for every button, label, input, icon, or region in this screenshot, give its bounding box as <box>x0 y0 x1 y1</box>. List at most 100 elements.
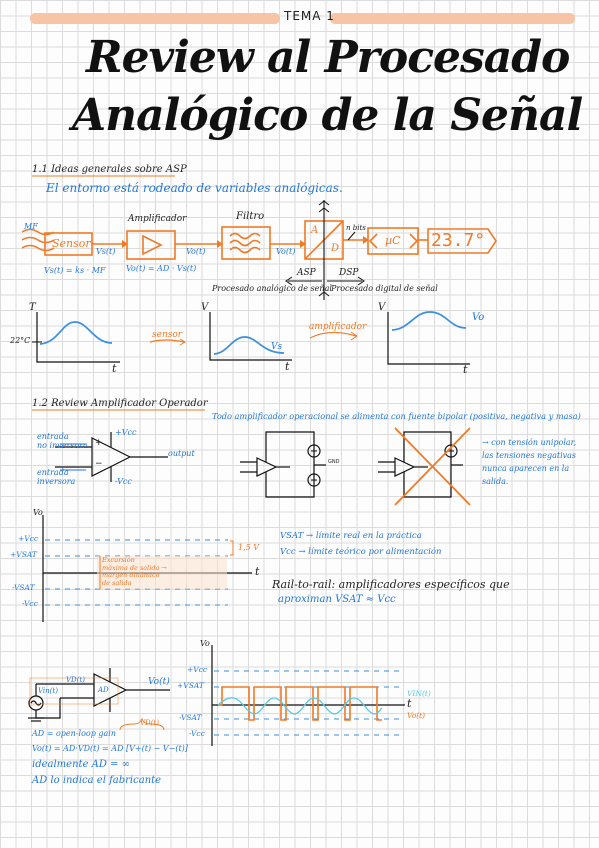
mf-wave-3 <box>21 244 55 252</box>
graph3-x-label: t <box>463 363 468 376</box>
graph1-signal <box>39 321 113 345</box>
arrow-amplificador-label: amplificador <box>309 322 367 332</box>
graph2-signal-label: Vs <box>271 342 283 352</box>
equation-4: AD lo indica el fabricante <box>32 775 162 786</box>
square-pvcc: +Vcc <box>187 665 208 674</box>
amp-box <box>126 230 176 260</box>
arrow-sensor-label: sensor <box>152 330 183 340</box>
filter-wave-3 <box>229 246 261 254</box>
mf-wave-1 <box>21 228 55 236</box>
dsp-label: DSP <box>339 268 359 278</box>
vo-label: Vo(t) <box>186 247 206 256</box>
header-bar-right <box>330 13 575 24</box>
bipolar-note: Todo amplificador operacional se aliment… <box>212 411 581 421</box>
filter-wave-2 <box>229 239 261 247</box>
graph2-axes <box>209 312 292 361</box>
vsat-definition: VSAT → límite real en la práctica <box>280 531 422 541</box>
vs-equation: Vs(t) = ks · MF <box>44 266 106 275</box>
section-heading-1-1: 1.1 Ideas generales sobre ASP <box>32 164 187 175</box>
output-label: output <box>168 449 195 458</box>
graph3-axes <box>387 312 470 365</box>
levels-pvsat: +VSAT <box>10 550 37 559</box>
square-nvcc: -Vcc <box>189 729 205 738</box>
amp-triangle-icon <box>142 234 163 256</box>
square-pvsat: +VSAT <box>177 681 204 690</box>
graph3-signal <box>391 311 467 331</box>
cross-icon <box>394 427 471 506</box>
filter-box <box>221 226 271 260</box>
levels-t-label: t <box>255 565 260 578</box>
graph1-value: 22°C <box>10 336 31 345</box>
adc-a-label: A <box>311 225 319 236</box>
vs-label: Vs(t) <box>96 247 116 256</box>
opamp-bipolar <box>256 457 278 477</box>
vcc-pos-label: +Vcc <box>115 428 137 437</box>
levels-nvcc: -Vcc <box>22 599 38 608</box>
bottom-ad-label: AD <box>98 686 109 694</box>
rail-to-rail-line2: aproximan VSAT ≈ Vcc <box>278 594 396 605</box>
mf-wave-2 <box>21 236 55 244</box>
asp-label: ASP <box>297 268 316 278</box>
gnd-label: GND <box>328 459 340 465</box>
graph1-axes <box>36 312 120 363</box>
mf-label: MF <box>24 222 38 231</box>
rail-to-rail-line1: Rail-to-rail: amplificadores específicos… <box>272 578 510 591</box>
opamp-plus: + <box>95 438 103 448</box>
equation-3: idealmente AD = ∞ <box>32 759 130 770</box>
levels-vo-label: Vo <box>33 508 43 517</box>
vcc-definition: Vcc → límite teórico por alimentación <box>280 547 442 557</box>
vo-equation: Vo(t) = AD · Vs(t) <box>126 264 197 273</box>
bottom-vd-label: VD(t) <box>66 676 85 684</box>
vcc-neg-label: -Vcc <box>115 477 132 486</box>
sine-wave-input <box>217 697 383 715</box>
uc-chevron-icon-2 <box>409 233 419 249</box>
unipolar-note: → con tensión unipolar,las tensiones neg… <box>482 438 577 486</box>
opamp-unipolar <box>394 457 416 477</box>
graph3-y-label: V <box>378 302 386 313</box>
legend-vo: Vo(t) <box>407 711 426 720</box>
display-value: 23.7° <box>431 230 486 251</box>
equation-1: AD = open-loop gain <box>32 729 116 738</box>
filter-wave-1 <box>229 232 261 240</box>
battery-pos <box>307 444 321 458</box>
graph1-y-label: T <box>29 302 36 313</box>
section-heading-1-2: 1.2 Review Amplificador Operador <box>32 398 208 409</box>
title-line-1: Review al Procesado <box>86 32 570 83</box>
square-vo-label: Vo <box>200 639 210 648</box>
title-line-2: Analógico de la Señal <box>72 90 583 141</box>
asp-description: Procesado analógico de señal <box>212 284 332 293</box>
dsp-description: Procesado digital de señal <box>331 284 438 293</box>
vo2-label: Vo(t) <box>276 247 296 256</box>
uc-label: µC <box>385 234 401 247</box>
square-nvsat: -VSAT <box>179 713 202 722</box>
graph2-signal <box>213 336 285 355</box>
bits-label: n bits <box>346 224 366 232</box>
equation-2: Vo(t) = AD·VD(t) = AD [V+(t) − V−(t)] <box>32 744 188 753</box>
uc-chevron-icon <box>368 233 378 249</box>
levels-nvsat: -VSAT <box>12 583 35 592</box>
battery-single <box>444 444 458 458</box>
sensor-label: Sensor <box>52 237 91 250</box>
graph2-x-label: t <box>285 360 290 373</box>
intro-text: El entorno está rodeado de variables ana… <box>46 181 343 195</box>
header-tag: TEMA 1 <box>284 9 335 23</box>
adc-d-label: D <box>331 243 340 254</box>
opamp-main <box>91 437 132 477</box>
square-wave-output <box>218 686 382 721</box>
graph1-x-label: t <box>112 362 117 375</box>
bottom-vo-label: Vo(t) <box>148 677 170 687</box>
bottom-vin-label: Vin(t) <box>38 687 58 695</box>
header-bar-left <box>30 13 280 24</box>
square-t-label: t <box>407 697 412 710</box>
levels-pvcc: +Vcc <box>18 534 39 543</box>
display-box <box>427 228 497 254</box>
brace-label: VD(t) <box>140 719 159 727</box>
filter-label: Filtro <box>236 211 265 222</box>
levels-gap: 1,5 V <box>238 543 260 552</box>
graph2-y-label: V <box>201 302 209 313</box>
